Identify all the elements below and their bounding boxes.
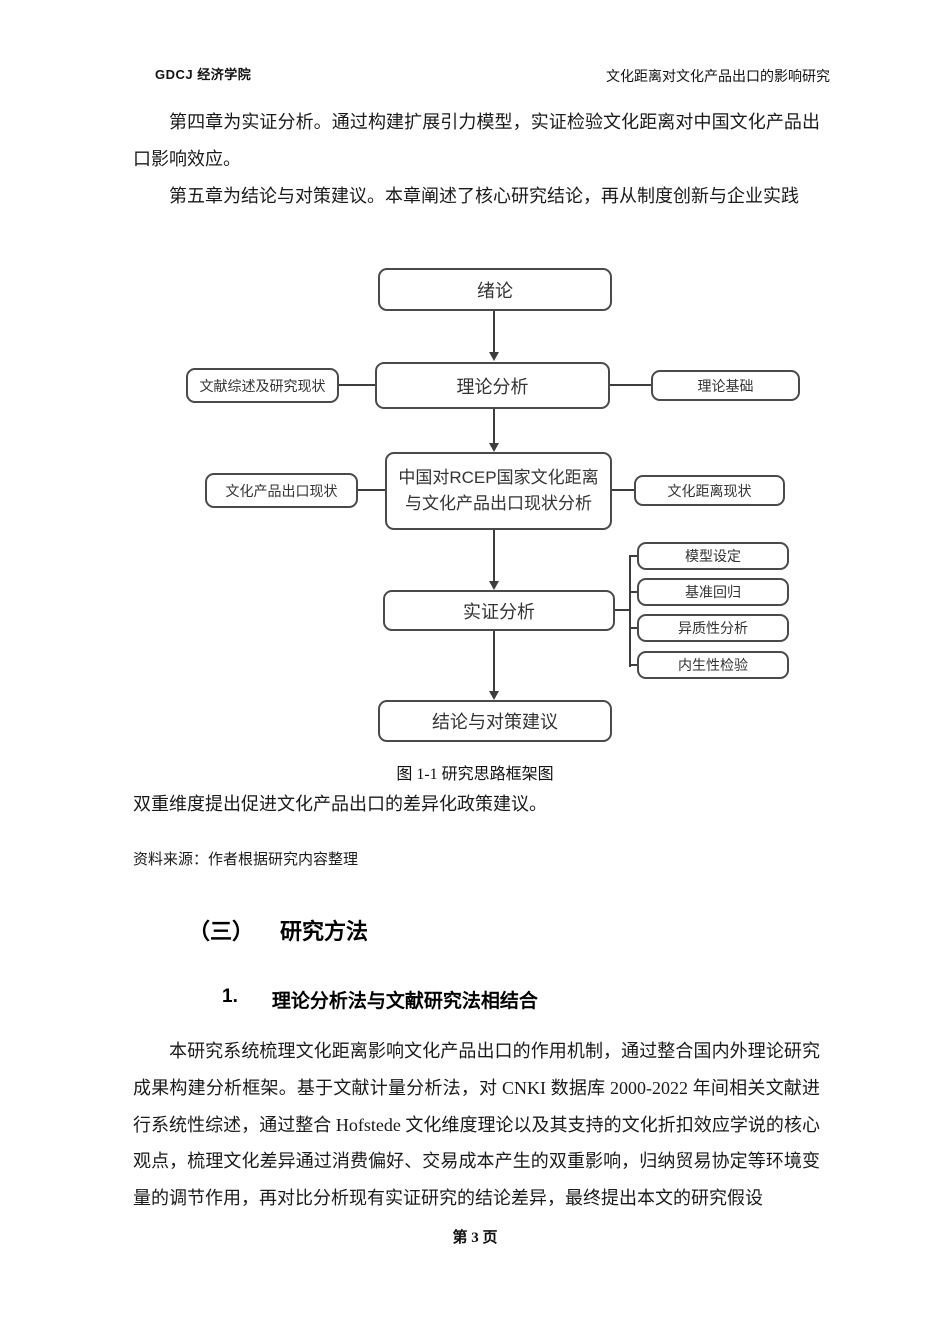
flow-box-model-setting: 模型设定 — [637, 542, 789, 570]
flow-box-theory-basis: 理论基础 — [651, 370, 800, 401]
arrow-empirical-conclusion-head — [489, 691, 499, 700]
research-framework-diagram: 绪论 理论分析 文献综述及研究现状 理论基础 中国对RCEP国家文化距离 与文化… — [0, 240, 950, 800]
header-school-name: GDCJ 经济学院 — [155, 67, 252, 82]
bracket-stub-endogeneity — [629, 664, 637, 666]
arrow-intro-theory-line — [493, 311, 495, 353]
paragraph-chapter4: 第四章为实证分析。通过构建扩展引力模型，实证检验文化距离对中国文化产品出口影响效… — [133, 112, 820, 169]
connector-distance-status — [612, 489, 634, 491]
arrow-theory-status-head — [489, 443, 499, 452]
flow-box-baseline-regression: 基准回归 — [637, 578, 789, 606]
connector-export-status — [358, 489, 385, 491]
section-number: （三） — [188, 919, 255, 944]
page-number: 第 3 页 — [452, 1230, 498, 1246]
flow-box-theory-analysis: 理论分析 — [375, 362, 610, 409]
arrow-status-empirical-line — [493, 530, 495, 583]
bracket-stub-baseline — [629, 591, 637, 593]
bracket-spine — [629, 556, 631, 667]
bracket-stub-model — [629, 555, 637, 557]
arrow-theory-status-line — [493, 409, 495, 445]
section-title: 研究方法 — [280, 919, 369, 944]
connector-theory-basis — [610, 384, 651, 386]
flow-box-conclusion: 结论与对策建议 — [378, 700, 612, 742]
arrow-status-empirical-head — [489, 581, 499, 590]
bracket-stub-heterogeneity — [629, 627, 637, 629]
flow-box-literature-review: 文献综述及研究现状 — [186, 368, 339, 403]
section-heading-research-methods: （三） 研究方法 — [188, 914, 368, 946]
flow-box-distance-status: 文化距离现状 — [634, 475, 785, 506]
paragraph-method-description: 本研究系统梳理文化距离影响文化产品出口的作用机制，通过整合国内外理论研究成果构建… — [133, 1041, 820, 1209]
flow-box-rcep-status-line1: 中国对RCEP国家文化距离 — [398, 467, 599, 487]
arrow-intro-theory-head — [489, 352, 499, 361]
figure-source-note: 资料来源：作者根据研究内容整理 — [133, 852, 359, 868]
connector-literature-theory — [339, 384, 375, 386]
bracket-stem — [615, 609, 631, 611]
subsection-title: 理论分析法与文献研究法相结合 — [271, 991, 538, 1012]
figure-caption: 图 1-1 研究思路框架图 — [396, 766, 554, 783]
flow-box-heterogeneity-analysis: 异质性分析 — [637, 614, 789, 642]
flow-box-empirical-analysis: 实证分析 — [383, 590, 615, 631]
flow-box-rcep-status-line2: 与文化产品出口现状分析 — [405, 494, 592, 513]
flow-box-rcep-status: 中国对RCEP国家文化距离 与文化产品出口现状分析 — [385, 452, 612, 530]
subsection-number: 1. — [222, 986, 238, 1007]
paragraph-chapter5-part1: 第五章为结论与对策建议。本章阐述了核心研究结论，再从制度创新与企业实践 — [169, 186, 799, 206]
arrow-empirical-conclusion-line — [493, 631, 495, 693]
flow-box-export-status: 文化产品出口现状 — [205, 473, 358, 508]
flow-box-introduction: 绪论 — [378, 268, 612, 311]
subsection-heading-theory-literature-method: 1. 理论分析法与文献研究法相结合 — [222, 986, 538, 1013]
header-thesis-title: 文化距离对文化产品出口的影响研究 — [606, 70, 830, 85]
paragraph-chapter5-part2: 双重维度提出促进文化产品出口的差异化政策建议。 — [133, 794, 547, 814]
flow-box-endogeneity-test: 内生性检验 — [637, 651, 789, 679]
